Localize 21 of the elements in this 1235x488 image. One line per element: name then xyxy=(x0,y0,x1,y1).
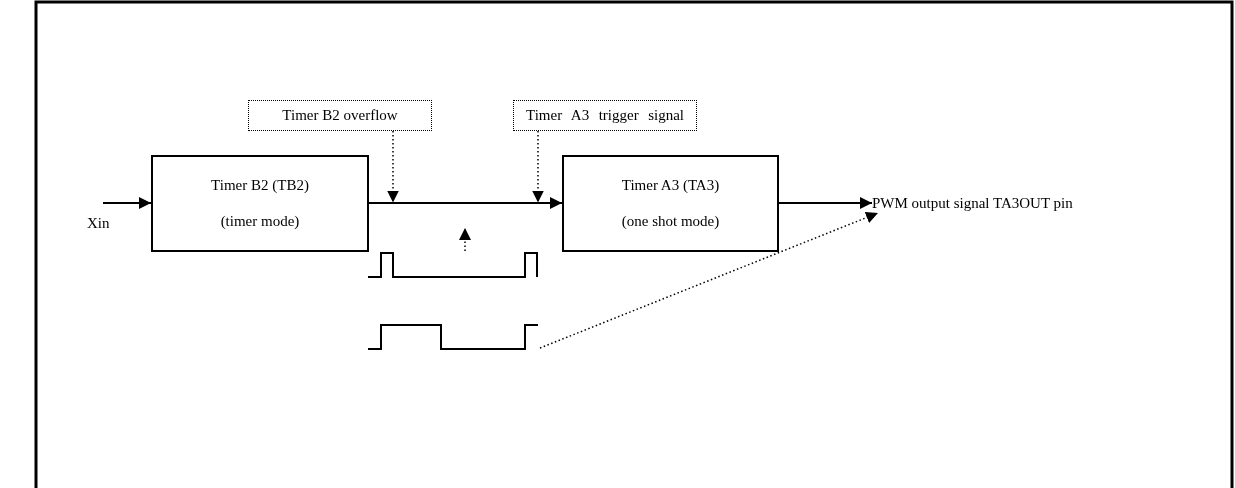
pulse-waveform-drawing xyxy=(368,251,539,278)
dotted-arrow xyxy=(459,227,471,252)
output-text: PWM output signal TA3OUT pin xyxy=(872,195,1073,211)
block-title: Timer B2 (TB2) xyxy=(211,178,309,193)
input-label: Xin xyxy=(87,215,110,232)
dotted-arrow xyxy=(539,211,879,349)
arrow xyxy=(102,197,152,209)
signal-note-box xyxy=(248,100,432,131)
dotted-arrow xyxy=(532,130,544,204)
mode-text: (one shot mode) xyxy=(621,214,720,229)
arrow xyxy=(368,197,563,209)
signal-note-box xyxy=(513,100,697,131)
timer-block xyxy=(562,155,779,252)
block-title: Timer A3 (TA3) xyxy=(621,178,720,193)
block-title: Timer B2 overflow xyxy=(282,108,398,123)
dotted-arrow xyxy=(387,130,399,204)
mode-text: (timer mode) xyxy=(220,214,300,229)
block-title: Timer A3 trigger signal xyxy=(526,108,684,123)
timer-block xyxy=(151,155,369,252)
square-waveform-drawing xyxy=(368,323,540,350)
arrow xyxy=(778,197,873,209)
